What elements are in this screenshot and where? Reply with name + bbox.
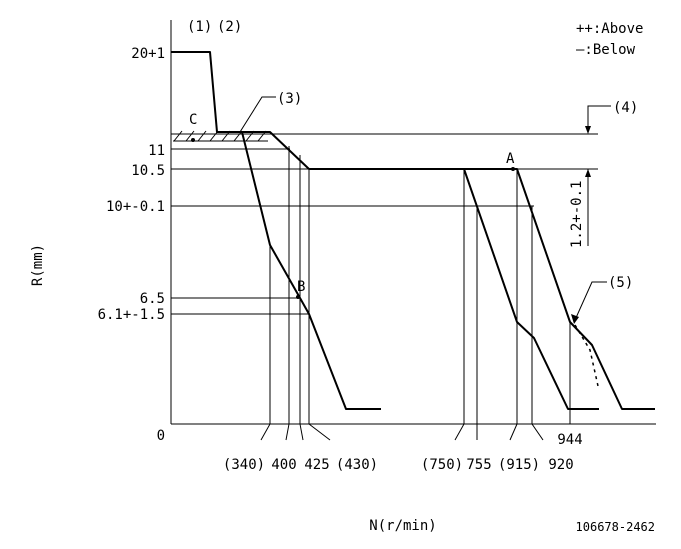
callout-2: (2) (217, 19, 242, 35)
point-c-dot (191, 138, 195, 142)
callout-5: (5) (608, 275, 633, 291)
callout-3: (3) (277, 91, 302, 107)
main-characteristic-curve (171, 51, 655, 410)
start-curve (241, 131, 381, 410)
x-axis-label: N(r/min) (369, 518, 436, 534)
x-tick-944: 944 (557, 432, 582, 448)
callout-5-leader (574, 281, 607, 321)
x-tick-755: 755 (466, 457, 491, 473)
legend-below: —:Below (576, 42, 636, 58)
y-tick-0: 0 (157, 428, 165, 444)
point-a-label: A (506, 151, 515, 167)
x-tick-leaders (260, 423, 544, 441)
y-tick-6-5: 6.5 (140, 291, 165, 307)
dimension-label: 1.2+-0.1 (569, 181, 585, 248)
callout-4: (4) (613, 100, 638, 116)
x-tick-750: (750) (421, 457, 463, 473)
x-tick-425: 425 (304, 457, 329, 473)
callout-1: (1) (187, 19, 212, 35)
y-tick-20: 20+1 (131, 46, 165, 62)
callout-3-leader (239, 96, 276, 133)
mid-speed-curve (463, 168, 599, 410)
x-tick-400: 400 (271, 457, 296, 473)
callout-4-leader (587, 105, 611, 131)
callout-4-arrow (585, 126, 591, 134)
y-axis-label: R(mm) (30, 244, 46, 286)
x-tick-340: (340) (223, 457, 265, 473)
legend-above: ++:Above (576, 21, 643, 37)
point-c-label: C (189, 112, 197, 128)
y-tick-10: 10+-0.1 (106, 199, 165, 215)
x-tick-915: (915) (498, 457, 540, 473)
dimension-arrow (585, 169, 591, 177)
x-tick-430: (430) (336, 457, 378, 473)
y-tick-10-5: 10.5 (131, 163, 165, 179)
point-b-dot (296, 295, 300, 299)
point-b-label: B (297, 279, 305, 295)
dashed-tail (574, 324, 599, 387)
y-tick-6-1: 6.1+-1.5 (98, 307, 165, 323)
x-tick-920: 920 (548, 457, 573, 473)
drawing-number: 106678-2462 (576, 520, 655, 534)
y-tick-11: 11 (148, 143, 165, 159)
callout-5-arrow (571, 314, 579, 324)
point-a-dot (511, 167, 515, 171)
